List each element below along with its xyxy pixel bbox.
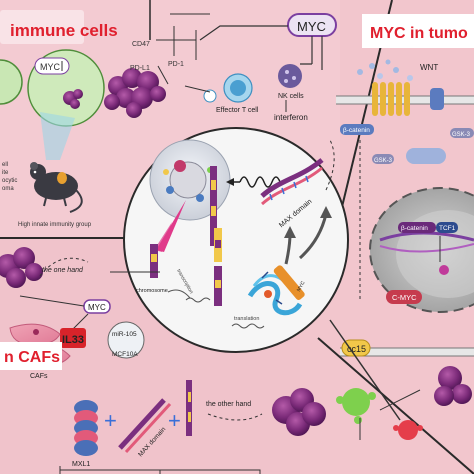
translation-label: translation [234,316,259,322]
mir105-cell [107,321,145,359]
effector-t-label: Effector T cell [216,107,259,114]
tumor-cluster-icon [104,68,166,118]
magnify-cone [40,112,75,160]
gene-bar-bottom [186,380,192,436]
nk-cell-icon [278,64,302,88]
cmyc-label: C-MYC [392,293,417,302]
gsk-left-pill [372,154,394,164]
myc-small-label: MYC [40,62,61,72]
caf-myc-pill [83,299,111,314]
cafs-small-label: CAFs [30,373,48,380]
cmyc-pill [386,290,422,304]
tcf1-label: TCF1 [439,225,456,232]
tumor-cluster-bottom [272,388,326,436]
plus-icon-1: + [104,408,117,433]
wnt-ligand-dots [357,59,413,81]
tcf1-pill [436,222,458,233]
cafs-title-box [0,342,62,370]
caf-myc-label: MYC [88,303,106,312]
mouse-icon [30,162,83,213]
other-hand-label: the other hand [206,401,251,408]
myc-protein-label: MYC [296,280,307,293]
wave-icon [239,176,281,188]
tumor-title: MYC in tumo [370,25,468,42]
curved-arrow-1 [298,213,328,260]
side-text-4: oma [2,186,14,192]
tumor-cluster-right [434,366,472,406]
gsk-right-pill [450,128,474,138]
small-tumor-icon [63,89,83,109]
dna-helix-icon [260,158,324,206]
red-cell-icon [393,420,423,440]
one-hand-label: the one hand [42,267,84,274]
cafs-title: n CAFs [4,349,60,366]
mxl1-label: MXL1 [72,461,90,468]
beta-catenin-nuc-label: β-catenin [401,225,428,232]
cd47-label: CD47 [132,41,150,48]
immune-title: immune cells [10,21,118,40]
beta-catenin-left-label: β-catenin [343,127,370,134]
myc-small-pill [34,57,70,75]
interferon-label: interferon [274,113,308,122]
pdl1-label: PD-L1 [130,65,150,72]
max-domain-bottom-icon [118,398,172,454]
tumor-cluster-left [0,247,43,288]
divider-bottom-right [317,337,474,474]
side-text-1: ell [2,162,8,168]
complex-pill [406,148,446,164]
il33-label: IL33 [62,334,84,346]
cc15-label: cc15 [347,344,366,354]
plus-icon-2: + [168,408,181,433]
receptor-icon [372,82,444,116]
wnt-label: WNT [420,63,438,72]
tumor-title-box [362,14,474,48]
mcf10a-label: MCF10A [112,351,138,358]
beta-catenin-left-pill [340,124,374,135]
pd1-label: PD-1 [168,61,184,68]
myc-pill-label: MYC [297,19,326,34]
cell-green-circle-1 [0,59,23,105]
il33-box [60,328,86,348]
t-cell-icon [203,73,253,103]
gsk-right-label: GSK-3 [452,132,471,138]
side-text-2: ite [2,170,9,176]
chromosome-label: chromosome [136,288,168,294]
beta-catenin-nuc-pill [398,222,436,233]
gsk-left-label: GSK-3 [374,158,393,164]
lower-membrane [340,348,474,356]
protein-ribbon-icon [247,265,305,316]
cell-nucleus-icon [149,139,231,221]
mouse-group-label: High innate immunity group [18,222,92,228]
nk-cells-label: NK cells [278,93,304,100]
mir105-label: miR-105 [112,331,137,338]
mxl1-protein-icon [74,400,98,456]
immune-title-box [0,10,84,44]
side-text-3: ocytic [2,178,17,184]
